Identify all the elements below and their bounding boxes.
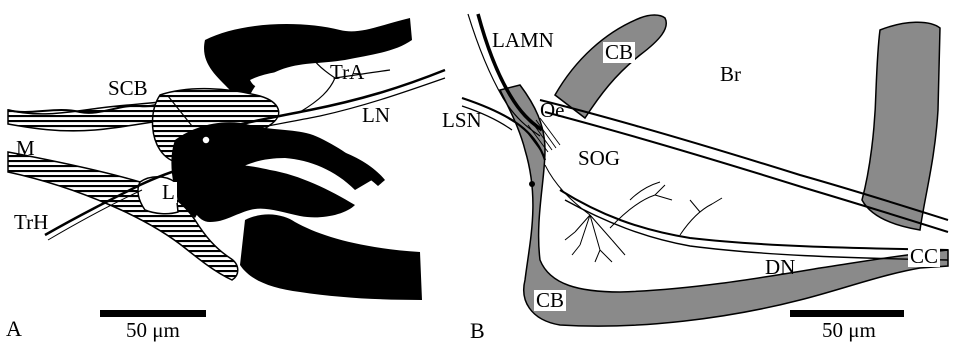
cb-right-band bbox=[862, 22, 940, 230]
dorsal-cuticle-black bbox=[204, 18, 412, 95]
label-lsn: LSN bbox=[442, 110, 482, 131]
label-scb: SCB bbox=[108, 78, 148, 99]
label-br: Br bbox=[720, 64, 741, 85]
panel-a-drawing bbox=[8, 18, 445, 300]
label-sog: SOG bbox=[578, 148, 620, 169]
scale-bar-a bbox=[100, 310, 206, 317]
label-tra: TrA bbox=[330, 62, 364, 83]
neuron-arbor bbox=[545, 165, 722, 262]
label-l: L bbox=[160, 182, 177, 203]
neuron-soma bbox=[529, 181, 535, 187]
scale-label-a: 50 μm bbox=[126, 320, 180, 341]
label-cb-bottom: CB bbox=[534, 290, 566, 311]
panel-b-drawing bbox=[462, 14, 948, 326]
panel-letter-a: A bbox=[6, 318, 22, 340]
ventral-black-block bbox=[240, 214, 422, 300]
label-cb-top: CB bbox=[603, 42, 635, 63]
label-cc: CC bbox=[908, 246, 940, 267]
lower-black-mass bbox=[189, 164, 355, 222]
label-dn: DN bbox=[765, 257, 795, 278]
label-lamn: LAMN bbox=[492, 30, 554, 51]
label-ln: LN bbox=[362, 105, 390, 126]
scale-label-b: 50 μm bbox=[822, 320, 876, 341]
label-oe: Oe bbox=[540, 100, 565, 121]
scb-cell bbox=[202, 136, 210, 144]
label-m: M bbox=[16, 138, 35, 159]
cb-top-band bbox=[555, 15, 666, 118]
panel-letter-b: B bbox=[470, 320, 485, 342]
label-trh: TrH bbox=[14, 212, 48, 233]
scale-bar-b bbox=[790, 310, 904, 317]
